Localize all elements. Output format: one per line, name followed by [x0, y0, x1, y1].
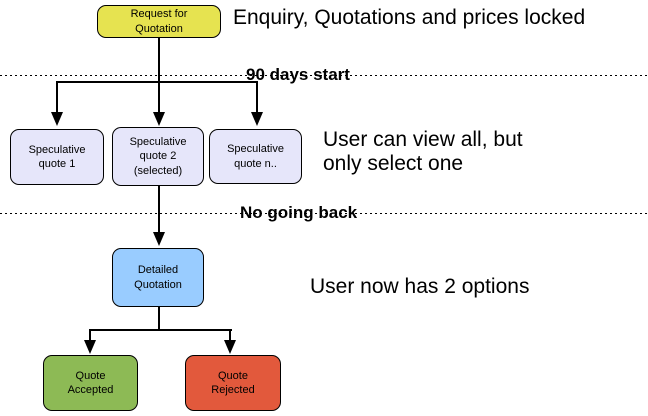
node-quote-rejected: Quote Rejected — [185, 355, 281, 411]
connector-branch-bottom — [89, 329, 232, 331]
node-detailed-quotation: Detailed Quotation — [112, 248, 204, 307]
connector-drop-spec2 — [158, 81, 160, 113]
arrowhead-specn — [251, 112, 263, 126]
connector-drop-spec1 — [56, 81, 58, 113]
annotation-user-now-has-2-options: User now has 2 options — [310, 275, 530, 298]
divider-label-90-days-start: 90 days start — [246, 65, 350, 84]
divider-90-days — [0, 75, 648, 76]
connector-detailed-stem — [158, 306, 160, 331]
connector-request-stem — [158, 38, 160, 82]
node-speculative-quote-1: Speculative quote 1 — [10, 129, 104, 185]
node-request-for-quotation: Request for Quotation — [97, 5, 221, 38]
arrowhead-spec2 — [153, 112, 165, 126]
connector-branch-top — [56, 81, 258, 83]
arrowhead-spec1 — [51, 112, 63, 126]
connector-spec2-to-detailed — [158, 186, 160, 233]
node-speculative-quote-n: Speculative quote n.. — [209, 129, 302, 184]
annotation-enquiry-quotations-prices-locked: Enquiry, Quotations and prices locked — [233, 6, 586, 29]
connector-drop-accepted — [89, 329, 91, 341]
connector-drop-specn — [256, 81, 258, 113]
node-speculative-quote-2-selected: Speculative quote 2 (selected) — [112, 127, 204, 186]
divider-no-going-back — [0, 213, 648, 214]
arrowhead-rejected — [224, 340, 236, 354]
connector-drop-rejected — [229, 329, 231, 341]
arrowhead-detailed — [153, 232, 165, 246]
annotation-user-can-view-all: User can view all, but only select one — [323, 128, 523, 175]
node-quote-accepted: Quote Accepted — [43, 355, 138, 411]
arrowhead-accepted — [84, 340, 96, 354]
divider-label-no-going-back: No going back — [240, 203, 358, 222]
